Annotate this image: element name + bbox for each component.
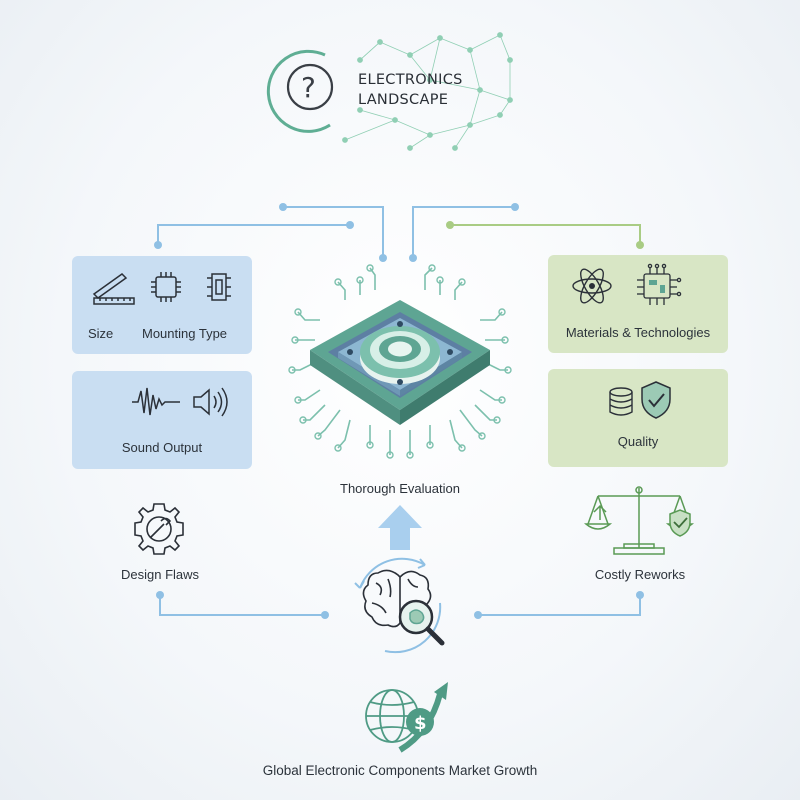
brain-magnifier-icon <box>354 557 445 654</box>
svg-text:?: ? <box>301 71 316 104</box>
balance-scale-icon <box>584 486 694 555</box>
ruler-icon <box>92 273 135 305</box>
mounting-type-label: Mounting Type <box>142 326 228 341</box>
chip-icon <box>310 300 490 425</box>
network-graph-icon <box>342 32 513 151</box>
design-flaws-label: Design Flaws <box>120 567 200 582</box>
panel-sound-output: Sound Output <box>72 371 252 469</box>
quality-label: Quality <box>617 434 659 449</box>
atom-icon <box>572 268 612 304</box>
title-line-1: ELECTRONICS <box>358 72 463 88</box>
panel-quality: Quality <box>548 369 728 467</box>
microchip-icon <box>151 272 181 302</box>
waveform-icon <box>132 387 180 416</box>
thorough-evaluation-label: Thorough Evaluation <box>340 481 460 496</box>
materials-technologies-label: Materials & Technologies <box>565 325 711 340</box>
up-arrow-icon <box>378 505 422 550</box>
speaker-icon <box>193 387 228 417</box>
panel-size-mounting: Size Mounting Type <box>72 256 252 354</box>
svg-text:$: $ <box>414 713 427 734</box>
component-icon <box>207 273 231 301</box>
question-icon: ? <box>266 49 334 133</box>
shield-check-icon <box>641 381 671 419</box>
globe-dollar-growth-icon: $ <box>365 682 448 753</box>
panel-materials-technologies: Materials & Technologies <box>548 255 728 353</box>
title-line-2: LANDSCAPE <box>358 92 449 108</box>
size-label: Size <box>88 326 114 341</box>
circuit-board-icon <box>637 263 682 305</box>
gear-wrench-icon <box>134 503 184 555</box>
costly-reworks-label: Costly Reworks <box>594 567 686 582</box>
page-title: ELECTRONICS LANDSCAPE <box>358 70 463 110</box>
market-growth-label: Global Electronic Components Market Grow… <box>262 763 538 778</box>
coins-icon <box>609 387 633 416</box>
sound-output-label: Sound Output <box>121 440 203 455</box>
